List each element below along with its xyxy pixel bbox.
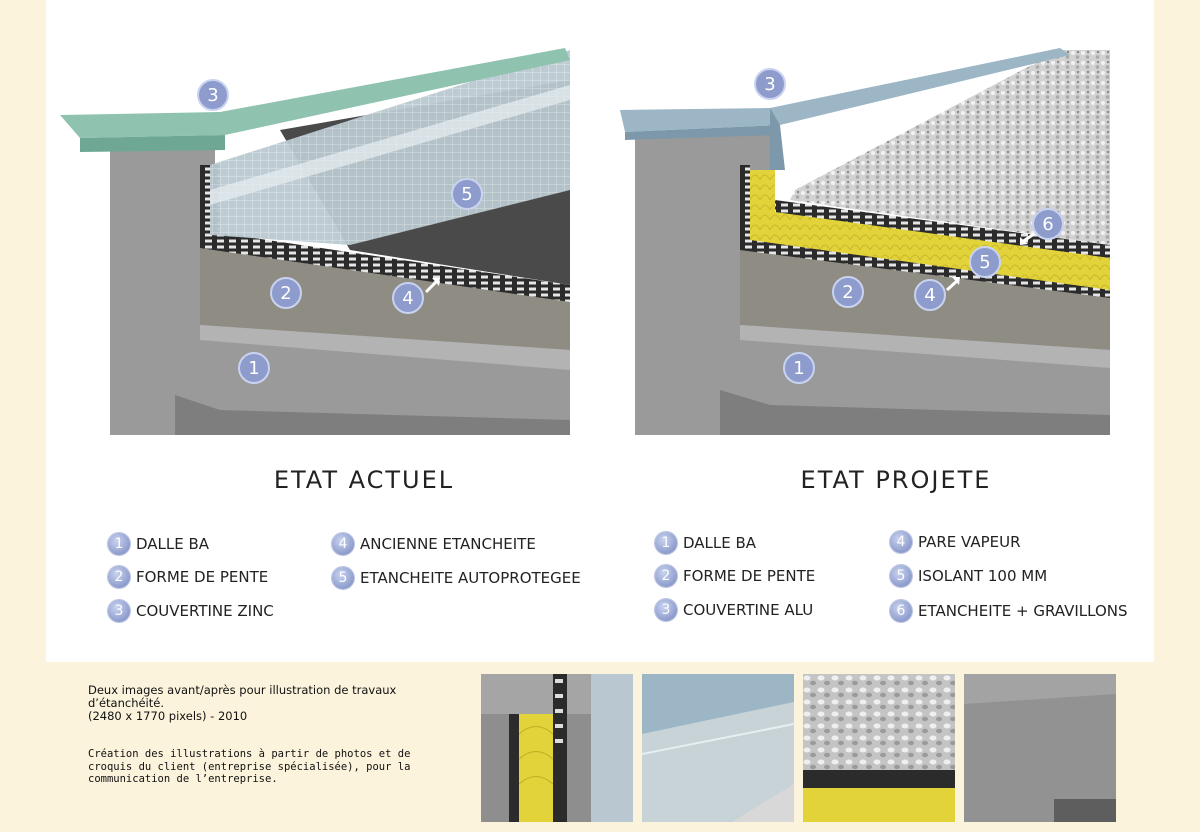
legend-label: ETANCHEITE AUTOPROTEGEE	[360, 569, 581, 587]
legend-label: COUVERTINE ALU	[683, 601, 814, 619]
caption-description: Deux images avant/après pour illustratio…	[88, 684, 428, 723]
svg-text:2: 2	[280, 283, 291, 304]
concrete-slab	[110, 140, 570, 435]
legend-badge: 1	[655, 532, 677, 554]
legend-item: 5 ETANCHEITE AUTOPROTEGEE	[332, 566, 581, 590]
insulation-layer	[750, 170, 1110, 290]
callout-badge-5: 5	[969, 246, 1001, 278]
gravel-layer	[790, 50, 1110, 245]
callout-badge-4: 4	[392, 278, 440, 314]
screed-layer	[200, 245, 570, 350]
legend-label: COUVERTINE ZINC	[136, 602, 274, 620]
legend-label: FORME DE PENTE	[136, 568, 269, 586]
zinc-coping-edge	[80, 135, 225, 152]
svg-text:1: 1	[248, 358, 259, 379]
legend-item: 4 ANCIENNE ETANCHEITE	[332, 532, 536, 556]
legend-label: FORME DE PENTE	[683, 567, 816, 585]
callout-badge-4: 4	[914, 277, 960, 311]
callout-badge-2: 2	[270, 277, 302, 309]
callout-badge-1: 1	[238, 352, 270, 384]
svg-text:3: 3	[764, 74, 775, 95]
legend-item: 1 DALLE BA	[655, 531, 756, 555]
zinc-coping	[60, 48, 570, 138]
caption-line: (2480 x 1770 pixels) - 2010	[88, 709, 248, 723]
legend-badge: 2	[655, 565, 677, 587]
callout-badge-3: 3	[754, 68, 786, 100]
legend-label: ETANCHEITE + GRAVILLONS	[918, 602, 1128, 620]
upstand-membrane	[740, 165, 750, 240]
legend-item: 1 DALLE BA	[108, 532, 209, 556]
alu-coping-drip	[770, 108, 785, 170]
concrete-slab	[635, 135, 1110, 435]
detail-thumb-concrete	[964, 674, 1116, 822]
svg-text:4: 4	[924, 285, 935, 306]
old-waterproofing	[200, 230, 570, 302]
legend-item: 5 ISOLANT 100 MM	[890, 564, 1047, 588]
legend-badge: 3	[655, 599, 677, 621]
legend-label: DALLE BA	[136, 535, 210, 553]
legend-badge: 2	[108, 566, 130, 588]
legend-badge: 3	[108, 600, 130, 622]
legend-item: 2 FORME DE PENTE	[108, 565, 268, 589]
title-etat-projete: ETAT PROJETE	[800, 466, 992, 494]
membrane-stripe	[210, 85, 570, 205]
illustration-etat-actuel: 3 5 2 4 1	[60, 40, 575, 440]
detail-thumb-coping	[642, 674, 794, 822]
legend-label: ANCIENNE ETANCHEITE	[360, 535, 536, 553]
legend-label: ISOLANT 100 MM	[918, 567, 1048, 585]
legend-badge: 4	[890, 531, 912, 553]
legend-badge: 5	[332, 567, 354, 589]
legend-badge: 5	[890, 565, 912, 587]
alu-coping	[620, 48, 1070, 132]
slab-shadow	[720, 390, 1110, 435]
svg-text:2: 2	[842, 282, 853, 303]
legend-label: DALLE BA	[683, 534, 757, 552]
slab-top-edge	[740, 325, 1110, 368]
legend-item: 3 COUVERTINE ZINC	[108, 599, 274, 623]
callout-badge-3: 3	[197, 79, 229, 111]
caption-credits: Création des illustrations à partir de p…	[88, 748, 411, 785]
svg-text:1: 1	[793, 358, 804, 379]
callout-badge-6: 6	[1020, 208, 1064, 245]
legend-badge: 1	[108, 533, 130, 555]
legend-item: 2 FORME DE PENTE	[655, 564, 815, 588]
callout-badge-5: 5	[451, 178, 483, 210]
callout-badge-2: 2	[832, 276, 864, 308]
legend-item: 6 ETANCHEITE + GRAVILLONS	[890, 599, 1128, 623]
legend-label: PARE VAPEUR	[918, 533, 1021, 551]
legend-badge: 6	[890, 600, 912, 622]
title-etat-actuel: ETAT ACTUEL	[273, 466, 455, 494]
detail-thumb-insulation	[481, 674, 633, 822]
alu-coping-edge	[625, 125, 780, 140]
svg-text:5: 5	[461, 184, 472, 205]
svg-text:5: 5	[979, 252, 990, 273]
slab-shadow	[175, 395, 570, 435]
svg-text:3: 3	[207, 85, 218, 106]
svg-text:6: 6	[1042, 214, 1053, 235]
svg-text:4: 4	[402, 288, 413, 309]
slab-top-edge	[200, 325, 570, 370]
callout-badge-1: 1	[783, 352, 815, 384]
detail-thumb-gravel	[803, 674, 955, 822]
legend-badge: 4	[332, 533, 354, 555]
caption-line: Deux images avant/après pour illustratio…	[88, 683, 397, 710]
illustration-etat-projete: 3 6 5 2 4 1	[600, 40, 1115, 440]
legend-item: 4 PARE VAPEUR	[890, 530, 1021, 554]
legend-item: 3 COUVERTINE ALU	[655, 598, 813, 622]
